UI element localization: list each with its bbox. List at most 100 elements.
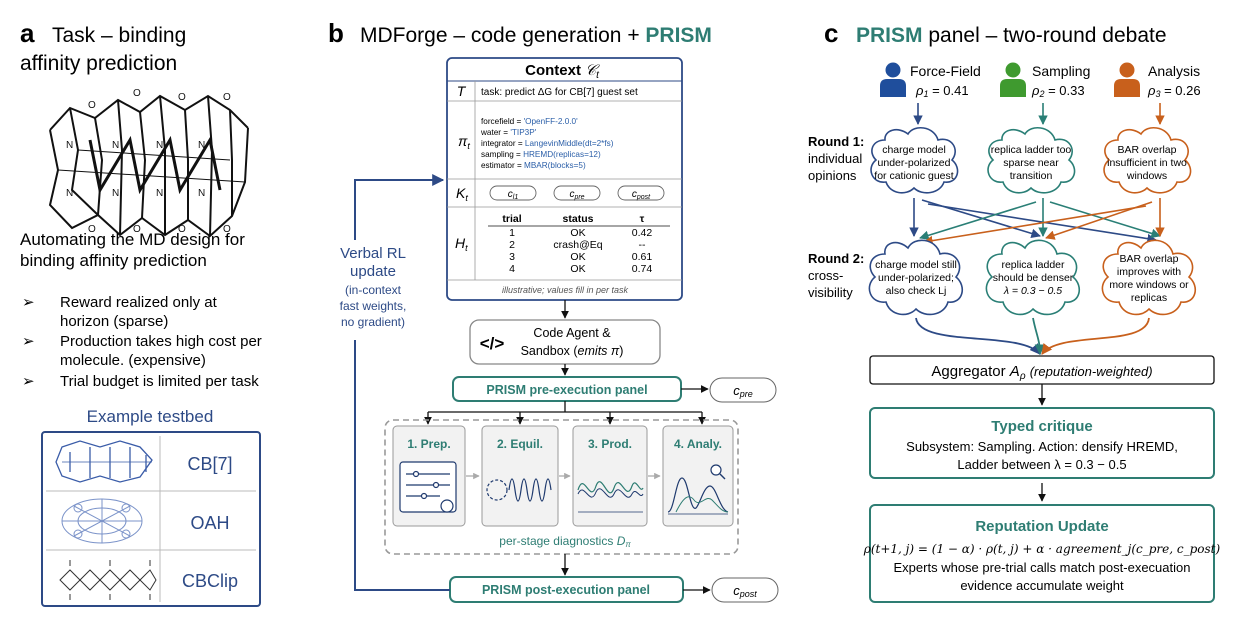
expert-sampling-rho: ρ2 = 0.33 <box>1031 83 1085 99</box>
reputation-update-title: Reputation Update <box>975 518 1108 535</box>
panel-a-letter: a <box>20 18 35 48</box>
cross-visibility-arrows <box>909 198 1165 246</box>
history-header-trial: trial <box>502 213 521 225</box>
K-chip-l1 <box>489 185 537 201</box>
stage-equil-card <box>481 425 559 527</box>
history-cell: 0.42 <box>632 227 653 239</box>
testbed-title: Example testbed <box>87 407 214 426</box>
verbal-rl-line2: update <box>350 263 396 280</box>
pre-execution-label: PRISM pre-execution panel <box>486 383 647 397</box>
round2-ff-line2: under-polarized; <box>878 272 954 284</box>
trajectory-wave-icon <box>577 488 644 498</box>
reputation-line2: evidence accumulate weight <box>960 578 1124 593</box>
K-chip-pre <box>553 185 601 201</box>
round2-line2: cross- <box>808 268 843 283</box>
round1-label: Round 1: <box>808 134 864 149</box>
round1-analysis-line1: BAR overlap <box>1118 144 1177 156</box>
svg-text:N: N <box>198 188 205 199</box>
panel-b: b MDForge – code generation + PRISM Cont… <box>322 18 779 603</box>
diagnostics-label: per-stage diagnostics Dπ <box>499 534 631 549</box>
panel-c-title: PRISM panel – two-round debate <box>856 24 1167 47</box>
stage-prod-card <box>572 425 648 527</box>
expert-force-field: Force-Field ρ1 = 0.41 <box>880 62 981 99</box>
round2-cloud-analysis <box>1101 239 1197 316</box>
distribution-curve-icon <box>675 496 729 513</box>
bullet-arrow-icon: ➢ <box>22 373 35 390</box>
expert-force-field-name: Force-Field <box>910 63 981 79</box>
svg-text:O: O <box>178 92 186 103</box>
K-chip-post-text: cpost <box>632 189 651 201</box>
svg-text:O: O <box>88 224 96 235</box>
history-cell: 3 <box>509 251 515 263</box>
person-icon <box>880 79 906 97</box>
round1-line3: opinions <box>808 168 857 183</box>
history-cell: OK <box>570 227 585 239</box>
round1-cloud-ff <box>870 127 959 194</box>
panel-a-desc-line1: Automating the MD design for <box>20 230 245 249</box>
stage-equil-label: 2. Equil. <box>497 437 543 451</box>
history-table: trial status τ 1 OK 0.42 2 crash@Eq -- 3… <box>488 213 670 275</box>
oah-thumbnail-image <box>61 498 143 544</box>
stage-analy-card <box>662 425 734 527</box>
verbal-rl-label-background <box>322 240 392 340</box>
round2-cloud-ff <box>868 239 964 316</box>
K-label: Kt <box>456 185 468 203</box>
H-label: Ht <box>455 235 468 253</box>
trajectory-wave-icon <box>577 481 644 494</box>
round2-analysis-line2: improves with <box>1117 266 1181 278</box>
round2-ff-line3: also check Lj <box>886 285 947 297</box>
panel-a-desc-line2: binding affinity prediction <box>20 251 207 270</box>
history-cell: 0.74 <box>632 263 653 275</box>
history-header-status: status <box>563 213 594 225</box>
round2-analysis-line3: more windows or <box>1109 279 1189 291</box>
svg-text:N: N <box>112 140 119 151</box>
converge-arrows <box>915 317 1150 356</box>
magnifier-icon <box>710 464 722 476</box>
round2-sampling-line3: λ = 0.3 − 0.5 <box>1003 285 1062 297</box>
history-cell: 1 <box>509 227 515 239</box>
bullet-2-line2: molecule. (expensive) <box>60 352 206 369</box>
round2-cloud-sampling <box>985 239 1081 316</box>
code-line-4: sampling = HREMD(replicas=12) <box>481 150 601 159</box>
testbed-cbclip-label: CBClip <box>182 571 238 591</box>
illustrative-note: illustrative; values fill in per task <box>502 285 629 295</box>
c-pre-text: cpre <box>733 383 753 399</box>
code-line-3: integrator = LangevinMiddle(dt=2*fs) <box>481 139 614 148</box>
panel-b-title: MDForge – code generation + PRISM <box>360 24 712 47</box>
bullet-1-line1: Reward realized only at <box>60 294 218 311</box>
pi-label: πt <box>458 133 470 151</box>
stage-prod-label: 3. Prod. <box>588 437 632 451</box>
svg-text:N: N <box>66 188 73 199</box>
verbal-rl-feedback-arrow <box>354 174 450 591</box>
svg-text:N: N <box>156 140 163 151</box>
svg-text:N: N <box>156 188 163 199</box>
cycle-icon <box>486 479 508 501</box>
round2-analysis-line1: BAR overlap <box>1120 253 1179 265</box>
bullet-3-line1: Trial budget is limited per task <box>60 373 259 390</box>
testbed-table <box>41 431 261 607</box>
expert-analysis-rho: ρ3 = 0.26 <box>1147 83 1201 99</box>
person-icon <box>1119 62 1135 78</box>
round1-sampling-line3: transition <box>1010 170 1053 182</box>
round1-sampling-line1: replica ladder too <box>991 144 1072 156</box>
expert-force-field-rho: ρ1 = 0.41 <box>915 83 969 99</box>
cb7-thumbnail-image <box>55 440 153 483</box>
c-pre-chip <box>709 377 777 403</box>
svg-text:O: O <box>133 88 141 99</box>
round2-ff-line1: charge model still <box>875 259 957 271</box>
history-cell: OK <box>570 263 585 275</box>
magnifier-handle-icon <box>719 473 726 480</box>
code-line-2: water = 'TIP3P' <box>480 128 537 137</box>
panel-c: c PRISM panel – two-round debate Force-F… <box>808 18 1221 603</box>
history-cell: 4 <box>509 263 515 275</box>
round1-line2: individual <box>808 151 862 166</box>
stage-prep-label: 1. Prep. <box>407 437 450 451</box>
stage-analy: 4. Analy. <box>662 425 734 527</box>
typed-critique-box <box>869 407 1215 479</box>
svg-text:O: O <box>223 92 231 103</box>
code-agent-line1: Code Agent & <box>533 326 611 340</box>
code-line-5: estimator = MBAR(blocks=5) <box>481 161 586 170</box>
bullet-arrow-icon: ➢ <box>22 294 35 311</box>
